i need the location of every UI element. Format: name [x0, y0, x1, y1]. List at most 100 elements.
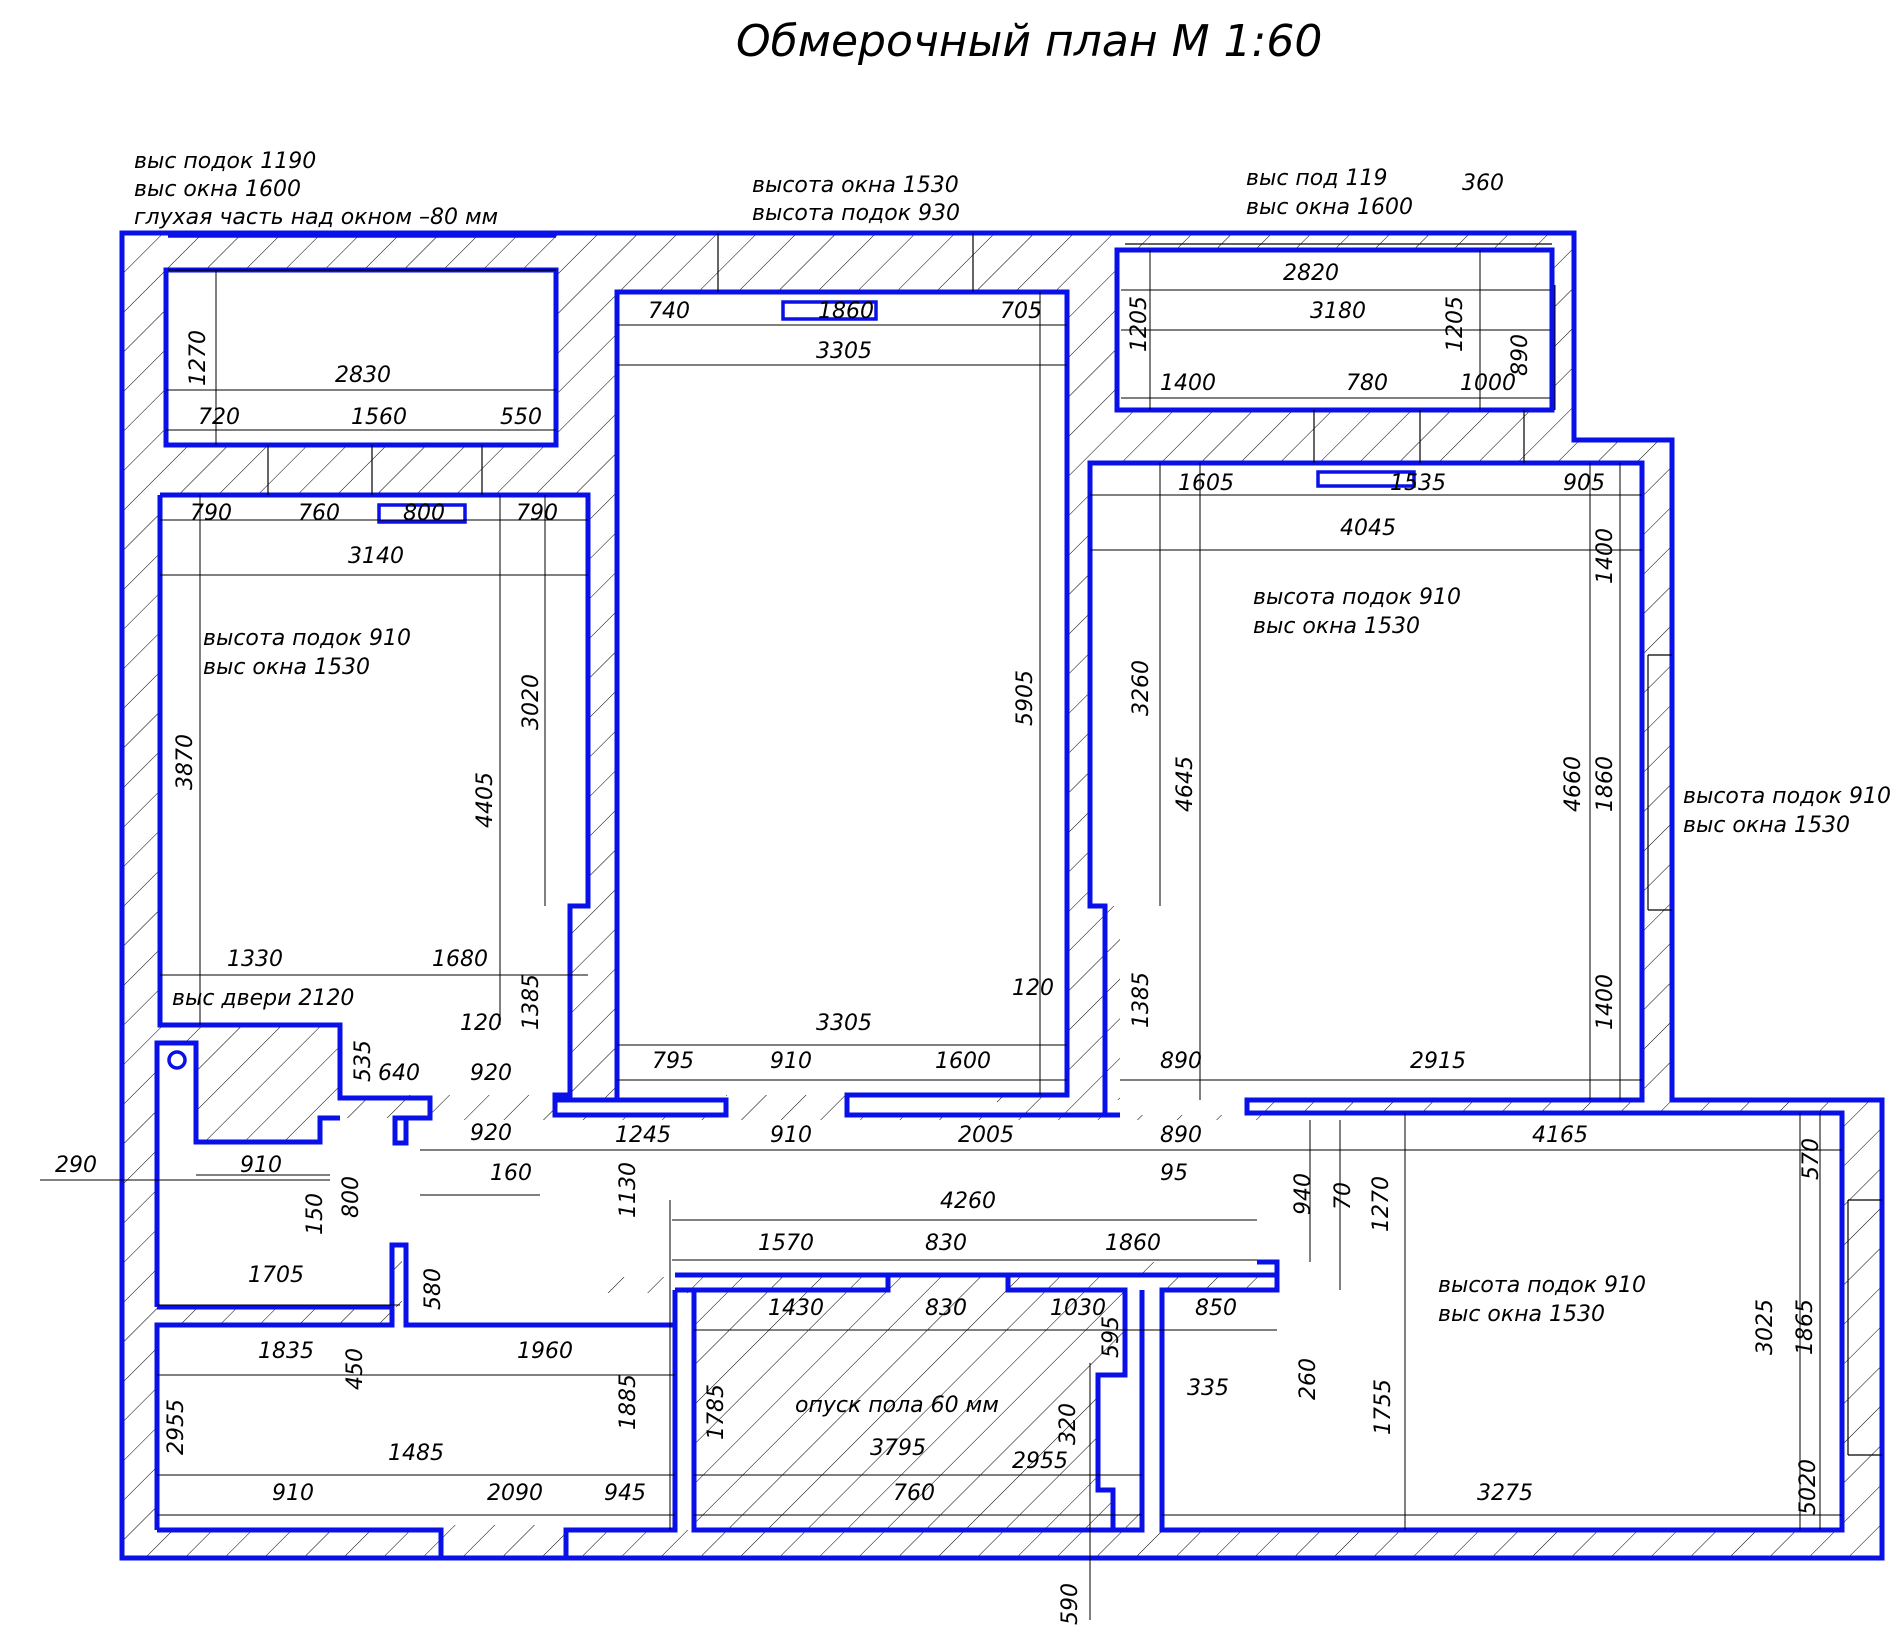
svg-text:выс под 119: выс под 119 — [1246, 166, 1387, 191]
svg-text:800: 800 — [339, 1176, 364, 1218]
svg-text:70: 70 — [1331, 1182, 1356, 1210]
svg-text:высота подок 910: высота подок 910 — [203, 626, 411, 651]
svg-text:1865: 1865 — [1793, 1299, 1818, 1355]
svg-text:535: 535 — [351, 1040, 376, 1082]
svg-text:120: 120 — [460, 1011, 502, 1036]
svg-text:2090: 2090 — [487, 1481, 543, 1506]
svg-text:выс окна 1530: выс окна 1530 — [203, 655, 370, 680]
svg-text:850: 850 — [1195, 1296, 1237, 1321]
svg-text:595: 595 — [1099, 1316, 1124, 1358]
room-left-bedroom — [157, 492, 729, 1146]
svg-text:3020: 3020 — [519, 674, 544, 730]
svg-text:1205: 1205 — [1127, 296, 1152, 352]
svg-text:высота окна 1530: высота окна 1530 — [752, 173, 959, 198]
svg-text:580: 580 — [421, 1268, 446, 1310]
svg-text:1785: 1785 — [704, 1384, 729, 1440]
svg-text:1755: 1755 — [1371, 1379, 1396, 1435]
room-southeast — [1159, 1100, 1845, 1533]
svg-text:1570: 1570 — [758, 1231, 814, 1256]
svg-text:4405: 4405 — [473, 772, 498, 828]
svg-text:1860: 1860 — [1593, 756, 1618, 812]
svg-text:1860: 1860 — [818, 299, 874, 324]
svg-text:выс подок 1190: выс подок 1190 — [134, 149, 316, 174]
svg-text:450: 450 — [343, 1348, 368, 1390]
svg-text:760: 760 — [893, 1481, 935, 1506]
dimension-lines — [40, 250, 1842, 1620]
column-marker — [167, 1050, 187, 1070]
svg-text:705: 705 — [1000, 299, 1042, 324]
svg-text:1270: 1270 — [1369, 1176, 1394, 1232]
notes: выс подок 1190 выс окна 1600 глухая част… — [134, 149, 1891, 1418]
svg-text:945: 945 — [604, 1481, 646, 1506]
svg-text:высота подок 910: высота подок 910 — [1683, 784, 1891, 809]
svg-text:1400: 1400 — [1593, 528, 1618, 584]
svg-text:2955: 2955 — [1012, 1449, 1068, 1474]
svg-text:1385: 1385 — [1129, 972, 1154, 1028]
svg-text:4660: 4660 — [1561, 756, 1586, 812]
svg-text:4165: 4165 — [1532, 1123, 1588, 1148]
svg-text:3795: 3795 — [870, 1436, 926, 1461]
svg-text:1000: 1000 — [1460, 371, 1516, 396]
svg-text:5905: 5905 — [1013, 670, 1038, 726]
svg-text:910: 910 — [770, 1049, 812, 1074]
svg-text:590: 590 — [1058, 1583, 1083, 1625]
svg-text:1430: 1430 — [768, 1296, 824, 1321]
svg-text:2915: 2915 — [1410, 1049, 1466, 1074]
svg-text:780: 780 — [1346, 371, 1388, 396]
svg-text:720: 720 — [198, 405, 240, 430]
svg-text:120: 120 — [1012, 976, 1054, 1001]
svg-text:1030: 1030 — [1050, 1296, 1106, 1321]
svg-text:1330: 1330 — [227, 947, 283, 972]
svg-text:5020: 5020 — [1796, 1459, 1821, 1515]
svg-text:1680: 1680 — [432, 947, 488, 972]
svg-text:320: 320 — [1056, 1403, 1081, 1445]
plan-title: Обмерочный план М 1:60 — [736, 16, 1322, 67]
svg-text:3870: 3870 — [173, 734, 198, 790]
svg-text:1605: 1605 — [1178, 471, 1234, 496]
svg-text:795: 795 — [652, 1049, 694, 1074]
room-hall-left — [154, 1040, 392, 1310]
svg-text:160: 160 — [490, 1161, 532, 1186]
svg-text:1885: 1885 — [616, 1374, 641, 1430]
svg-text:790: 790 — [190, 501, 232, 526]
svg-text:2820: 2820 — [1283, 261, 1339, 286]
svg-text:830: 830 — [925, 1231, 967, 1256]
svg-text:1205: 1205 — [1443, 296, 1468, 352]
svg-text:высота подок 910: высота подок 910 — [1253, 585, 1461, 610]
svg-text:640: 640 — [378, 1061, 420, 1086]
svg-text:570: 570 — [1799, 1138, 1824, 1180]
outer-wall — [119, 230, 1885, 1561]
svg-text:выс окна 1530: выс окна 1530 — [1683, 813, 1850, 838]
svg-text:1535: 1535 — [1390, 471, 1446, 496]
svg-text:95: 95 — [1160, 1161, 1188, 1186]
svg-text:790: 790 — [516, 501, 558, 526]
svg-text:выс двери 2120: выс двери 2120 — [172, 986, 354, 1011]
svg-text:1860: 1860 — [1105, 1231, 1161, 1256]
svg-text:2005: 2005 — [958, 1123, 1014, 1148]
svg-text:910: 910 — [272, 1481, 314, 1506]
svg-text:290: 290 — [55, 1153, 97, 1178]
svg-text:2955: 2955 — [164, 1399, 189, 1455]
svg-text:550: 550 — [500, 405, 542, 430]
svg-text:1600: 1600 — [935, 1049, 991, 1074]
svg-text:940: 940 — [1291, 1173, 1316, 1215]
svg-text:890: 890 — [1508, 334, 1533, 376]
svg-text:3305: 3305 — [816, 1011, 872, 1036]
svg-text:1485: 1485 — [388, 1441, 444, 1466]
svg-text:выс окна 1530: выс окна 1530 — [1438, 1302, 1605, 1327]
svg-text:3260: 3260 — [1129, 660, 1154, 716]
svg-text:905: 905 — [1563, 471, 1605, 496]
svg-text:1385: 1385 — [519, 974, 544, 1030]
svg-text:910: 910 — [240, 1153, 282, 1178]
svg-text:760: 760 — [298, 501, 340, 526]
svg-text:800: 800 — [403, 501, 445, 526]
svg-text:260: 260 — [1296, 1358, 1321, 1400]
svg-text:910: 910 — [770, 1123, 812, 1148]
svg-text:3180: 3180 — [1310, 299, 1366, 324]
loggia-top-right — [1114, 247, 1555, 413]
svg-text:890: 890 — [1160, 1049, 1202, 1074]
svg-text:высота подок 930: высота подок 930 — [752, 201, 960, 226]
heater-3 — [1316, 470, 1416, 488]
room-bottom-left — [154, 1242, 678, 1558]
svg-text:высота подок 910: высота подок 910 — [1438, 1273, 1646, 1298]
